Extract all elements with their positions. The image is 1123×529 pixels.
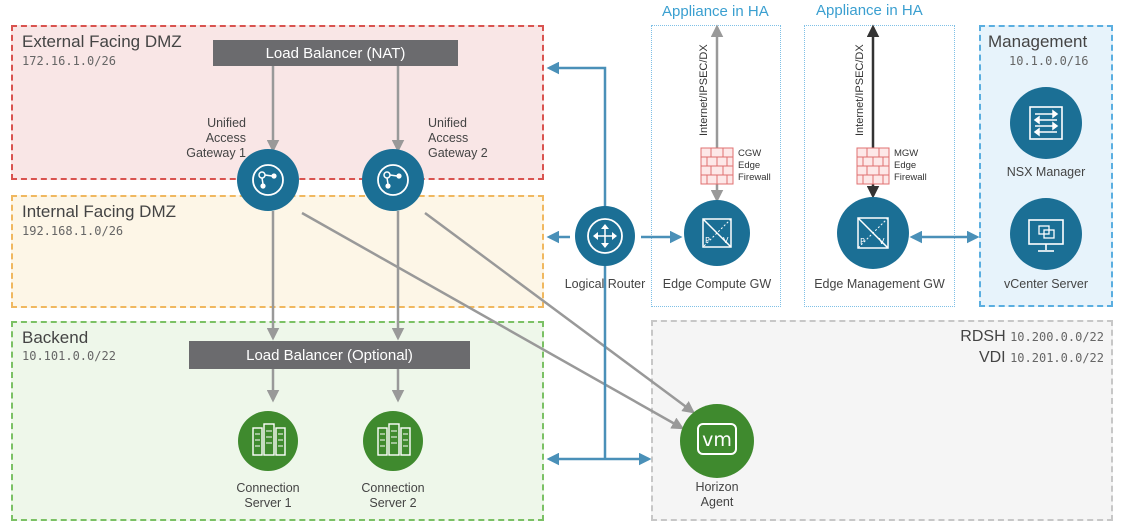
cgw-firewall-icon [700, 147, 734, 185]
connection-server-2-icon[interactable] [363, 411, 423, 471]
vdi-subnet: 10.201.0.0/22 [1010, 351, 1104, 365]
internal-dmz-title: Internal Facing DMZ [22, 202, 176, 221]
router-icon[interactable] [575, 206, 635, 266]
external-dmz-subnet: 172.16.1.0/26 [22, 54, 116, 68]
vdi-label: VDI [978, 349, 1006, 366]
uag2-icon[interactable] [362, 149, 424, 211]
svg-text:V: V [723, 236, 729, 245]
rdsh-subnet: 10.200.0.0/22 [1010, 330, 1104, 344]
management-title: Management [988, 32, 1088, 51]
svg-text:V: V [879, 237, 885, 246]
vcenter-icon[interactable] [1010, 198, 1082, 270]
internet-link-right-label: Internet/IPSEC/DX [854, 44, 866, 136]
backend-subnet: 10.101.0.0/22 [22, 349, 116, 363]
load-balancer-optional: Load Balancer (Optional) [189, 341, 470, 369]
svg-text:P: P [705, 236, 710, 245]
edge-mgmt-icon[interactable]: P V [837, 197, 909, 269]
connection-server-1-icon[interactable] [238, 411, 298, 471]
rdsh-label: RDSH [960, 328, 1006, 345]
svg-text:P: P [860, 237, 865, 246]
backend-title: Backend [22, 328, 89, 347]
nsx-manager-label: NSX Manager [1006, 165, 1086, 179]
edge-uag2-horizon [424, 211, 696, 414]
uag1-icon[interactable] [237, 149, 299, 211]
internet-link-left-label: Internet/IPSEC/DX [698, 44, 710, 136]
ha-title-right: Appliance in HA [816, 2, 923, 19]
vm-badge: vm [702, 429, 732, 451]
logical-router-label: Logical Router [564, 277, 646, 291]
ha-box-right [804, 25, 955, 307]
edge-uag1-horizon [301, 211, 685, 430]
horizon-agent-icon[interactable]: vm [680, 404, 754, 478]
edge-router-up [546, 61, 607, 210]
edge-compute-icon[interactable]: P V [684, 200, 750, 266]
vcenter-label: vCenter Server [1003, 277, 1089, 291]
mgw-firewall-icon [856, 147, 890, 185]
external-dmz-title: External Facing DMZ [22, 32, 182, 51]
management-subnet: 10.1.0.0/16 [1009, 54, 1089, 68]
edge-mgmt-label: Edge Management GW [814, 277, 945, 291]
load-balancer-nat: Load Balancer (NAT) [213, 40, 458, 66]
nsx-manager-icon[interactable] [1010, 87, 1082, 159]
internal-dmz-zone [11, 195, 544, 308]
ha-title-left: Appliance in HA [662, 3, 769, 20]
rdsh-pool-label: RDSH 10.200.0.0/22 [960, 328, 1104, 346]
edge-compute-label: Edge Compute GW [662, 277, 772, 291]
internal-dmz-subnet: 192.168.1.0/26 [22, 224, 124, 238]
vdi-pool-label: VDI 10.201.0.0/22 [979, 349, 1104, 367]
